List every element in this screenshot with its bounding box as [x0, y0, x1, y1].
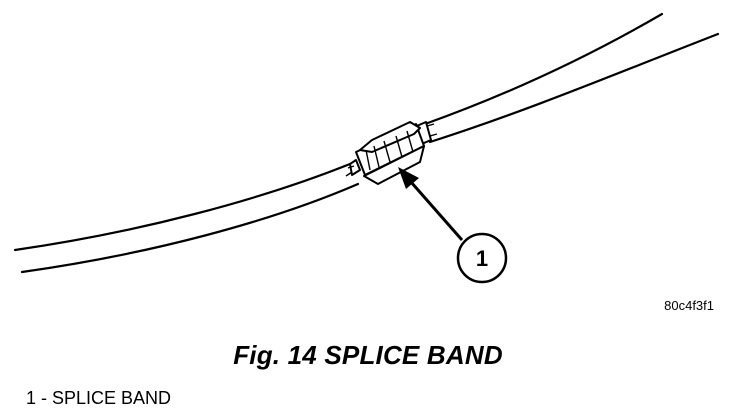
reference-code: 80c4f3f1 [664, 298, 714, 313]
callout-number: 1 [476, 246, 488, 271]
figure-title: Fig. 14 SPLICE BAND [233, 340, 503, 370]
legend-item-separator: - [36, 388, 53, 408]
callout-1: 1 [456, 232, 508, 284]
callout-circle [456, 232, 508, 284]
wire-right [423, 12, 720, 144]
wire-left [13, 162, 360, 274]
legend: 1 - SPLICE BAND [26, 388, 171, 409]
callout-leader-arrow [398, 167, 464, 241]
splice-band-diagram: 1 80c4f3f1 [13, 12, 720, 313]
splice-band [345, 121, 438, 185]
legend-item-label: SPLICE BAND [52, 388, 172, 408]
legend-item-number: 1 [26, 388, 37, 408]
